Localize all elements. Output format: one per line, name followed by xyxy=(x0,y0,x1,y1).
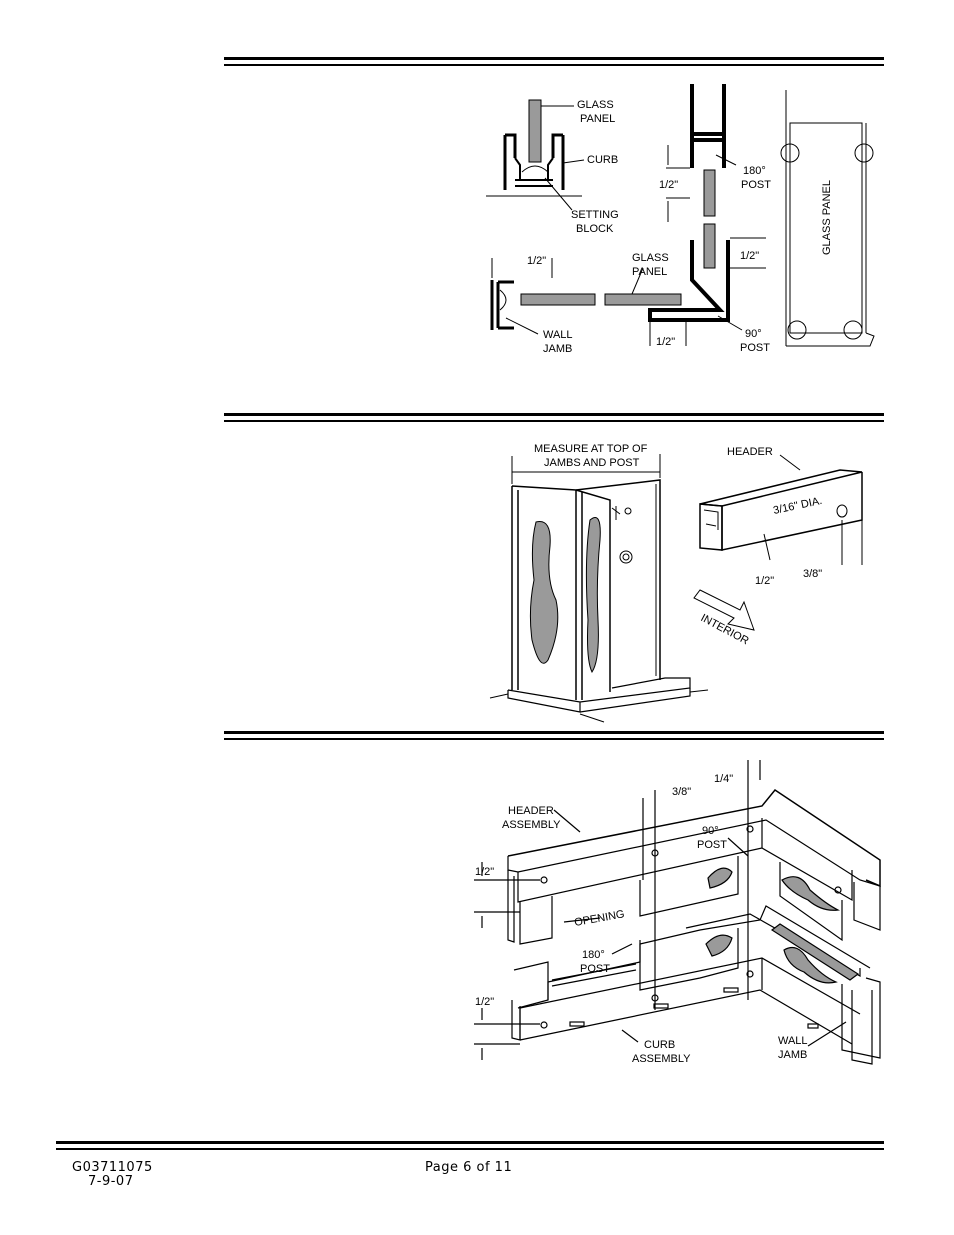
enclosure-sketch xyxy=(489,454,709,723)
doc-number: G03711075 xyxy=(72,1160,153,1175)
label-180-post: 180°POST xyxy=(580,949,610,975)
label-half-bottom: 1/2" xyxy=(475,996,494,1008)
section-rule-1 xyxy=(224,57,884,66)
wall-jamb-section xyxy=(490,258,553,330)
label-half-top: 1/2" xyxy=(475,866,494,878)
label-90-post: 90°POST xyxy=(740,328,770,354)
label-curb: CURB xyxy=(587,154,618,166)
header-assembly xyxy=(507,788,881,945)
label-half-90-bottom: 1/2" xyxy=(656,336,675,348)
label-half-90-side: 1/2" xyxy=(740,250,759,262)
section-rule-3 xyxy=(224,731,884,740)
doc-date: 7-9-07 xyxy=(88,1174,134,1189)
curb-section xyxy=(486,99,582,197)
label-180-post: 180°POST xyxy=(741,165,771,191)
label-90-post: 90°POST xyxy=(697,825,727,851)
label-half-wall: 1/2" xyxy=(527,255,546,267)
post-180-section xyxy=(666,84,726,269)
curb-assembly xyxy=(511,905,881,1065)
footer-rule xyxy=(56,1141,884,1150)
header-channel xyxy=(699,454,863,565)
label-three-eighths: 3/8" xyxy=(672,786,691,798)
label-glass-panel-side: GLASS PANEL xyxy=(821,180,833,255)
label-half-180: 1/2" xyxy=(659,179,678,191)
post-90-section xyxy=(648,237,766,346)
label-header: HEADER xyxy=(727,446,773,458)
page-number: Page 6 of 11 xyxy=(425,1160,513,1175)
label-quarter: 1/4" xyxy=(714,773,733,785)
section-rule-2 xyxy=(224,413,884,422)
label-three-eighths-header: 3/8" xyxy=(803,568,822,580)
glass-panel-elevation xyxy=(780,90,875,347)
label-opening: OPENING xyxy=(573,908,625,929)
label-half-header: 1/2" xyxy=(755,575,774,587)
